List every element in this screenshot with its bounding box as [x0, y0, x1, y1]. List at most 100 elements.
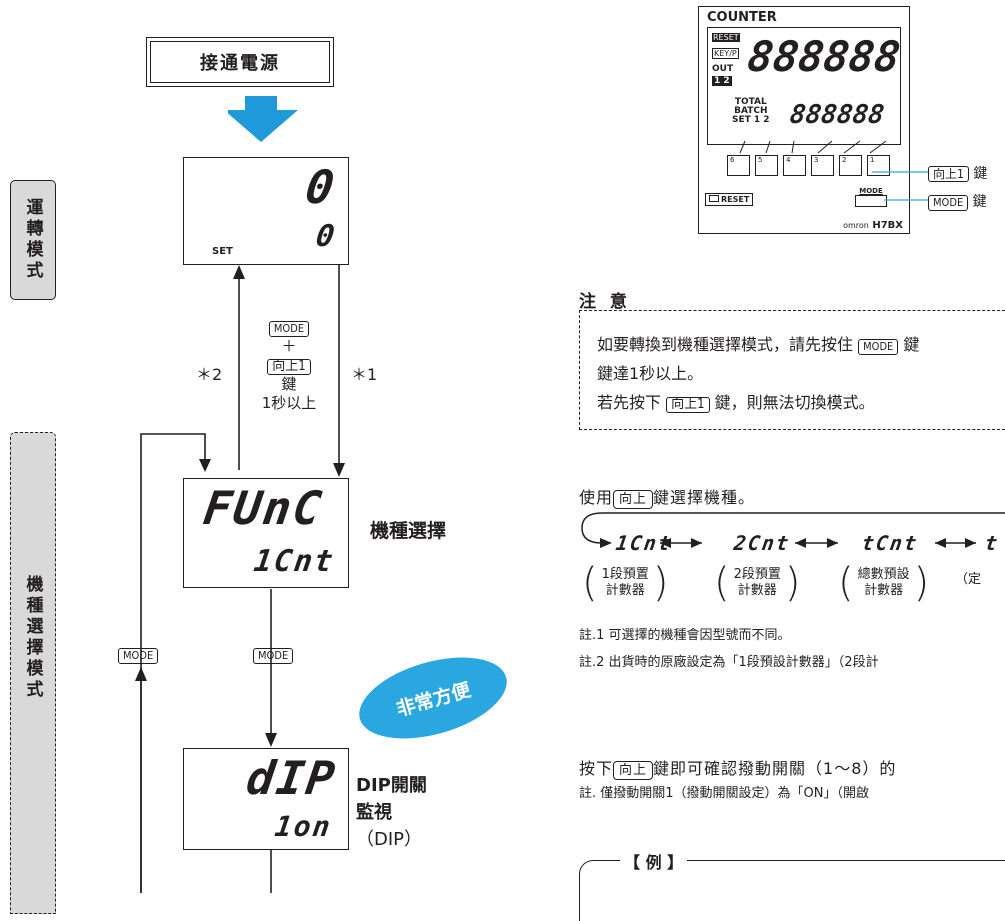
model-name: H7BX	[872, 220, 903, 231]
counter-screen: RESET KEY/P OUT 1 2 888888 TOTAL BATCH S…	[707, 27, 903, 145]
button-4-label: 4	[786, 156, 791, 164]
reset-button[interactable]: RESET	[705, 193, 754, 206]
model-label-3: ( 總數預設 計數器 )	[838, 563, 929, 603]
side-mode-key: MODE	[118, 648, 159, 664]
model-code-1cnt: 1Cnt	[614, 531, 674, 555]
button-6-label: 6	[730, 156, 735, 164]
notice-mode-key: MODE	[858, 339, 899, 355]
lcd-run-set-label: SET	[212, 246, 233, 257]
callout-up1: 向上1 鍵	[928, 163, 987, 183]
model-code-2cnt: 2Cnt	[732, 531, 792, 555]
button-5[interactable]: 5	[755, 155, 778, 176]
reset-button-icon	[709, 195, 719, 202]
select-note-1: 註.1 可選擇的機種會因型號而不同。	[579, 628, 791, 643]
dip-label-1: DIP開關	[356, 775, 427, 796]
notice-body: 如要轉換到機種選擇模式，請先按住 MODE 鍵 鍵達1秒以上。 若先按下 向上1…	[597, 330, 919, 417]
select-note-2: 註.2 出貨時的原廠設定為「1段預設計數器」（2段計	[579, 655, 879, 670]
paren-close-icon: )	[652, 560, 669, 606]
notice-title: 注 意	[579, 292, 631, 312]
model-label-2-b: 計數器	[737, 583, 777, 598]
paren-open-icon: (	[714, 560, 730, 606]
mode-button[interactable]: MODE	[855, 187, 887, 207]
notice-up1-key: 向上1	[666, 397, 710, 413]
notice-box	[579, 310, 1005, 430]
button-6[interactable]: 6	[727, 155, 750, 176]
select-text-b: 鍵選擇機種。	[653, 488, 756, 507]
power-on-box: 接通電源	[146, 37, 334, 87]
plus-sign: ＋	[281, 337, 297, 355]
paren-close-icon: )	[784, 560, 801, 606]
star1-label: ＊1	[351, 365, 378, 384]
callout-mode-word: 鍵	[972, 194, 987, 210]
select-cycle-arrows	[581, 512, 1005, 548]
callout-up1-key: 向上1	[928, 166, 969, 182]
paren-open-icon: (	[838, 560, 854, 606]
duration-text: 1秒以上	[261, 394, 317, 412]
callout-mode: MODE 鍵	[928, 191, 987, 211]
model-label-1-a: 1段預置	[601, 567, 649, 582]
select-text-a: 使用	[579, 488, 614, 507]
reset-tag: RESET	[712, 33, 740, 42]
model-label-1-b: 計數器	[605, 583, 645, 598]
notice-line3-a: 若先按下	[597, 393, 662, 412]
model-label-3-a: 總數預設	[857, 567, 910, 582]
notice-line3-b: 鍵，則無法切換模式。	[714, 393, 875, 412]
brand-logo: omron	[843, 221, 869, 230]
counter-device: COUNTER RESET KEY/P OUT 1 2 888888 TOTAL…	[698, 6, 910, 234]
down-arrow-icon	[228, 96, 298, 142]
button-1-label: 1	[870, 156, 875, 164]
model-code-t: t	[983, 531, 1001, 555]
model-label-2: ( 2段預置 計數器 )	[714, 563, 801, 603]
batch-label: BATCH	[734, 106, 768, 116]
model-label-2-a: 2段預置	[733, 567, 781, 582]
dip-label: DIP開關 監視 （DIP）	[356, 772, 427, 853]
paren-close-icon: )	[913, 560, 930, 606]
model-label-3-b: 計數器	[864, 583, 904, 598]
dip-label-2: 監視	[356, 802, 392, 823]
set12-label: SET 1 2	[732, 115, 770, 125]
dip-text-b: 鍵即可確認撥動開關（1～8）的	[653, 759, 897, 778]
transition-condition: MODE ＋ 向上1 鍵 1秒以上	[252, 318, 326, 413]
select-instruction: 使用向上鍵選擇機種。	[579, 484, 755, 509]
notice-line1-b: 鍵	[903, 335, 920, 354]
lcd-run-display: 0 0 SET	[183, 157, 349, 265]
button-5-label: 5	[758, 156, 763, 164]
func-label: 機種選擇	[370, 520, 447, 542]
mode-button-face	[855, 195, 887, 207]
callout-mode-key: MODE	[928, 195, 969, 211]
model-select-mode-label: 機種選擇模式	[22, 575, 43, 701]
key-word: 鍵	[281, 375, 297, 393]
model-label-4: （定	[955, 572, 982, 587]
mode-key: MODE	[268, 321, 310, 337]
keyp-tag: KEY/P	[712, 48, 739, 59]
dip-label-3: （DIP）	[356, 829, 423, 850]
notice-line2: 鍵達1秒以上。	[597, 364, 704, 383]
model-code-tcnt: tCnt	[860, 531, 920, 555]
run-mode-label: 運轉模式	[22, 198, 43, 282]
model-label-1: ( 1段預置 計數器 )	[582, 563, 669, 603]
out-nums: 1 2	[712, 76, 732, 86]
mid-mode-key: MODE	[253, 648, 294, 664]
button-1[interactable]: 1	[867, 155, 890, 176]
lcd-dip-display: dIP 1on	[183, 748, 349, 850]
up1-key: 向上1	[267, 359, 311, 375]
power-on-text: 接通電源	[200, 53, 280, 74]
reset-button-label: RESET	[721, 195, 750, 204]
dip-instruction: 按下向上鍵即可確認撥動開關（1～8）的	[579, 755, 896, 780]
counter-title: COUNTER	[707, 10, 777, 25]
out-tag: OUT	[712, 64, 734, 74]
button-3-label: 3	[814, 156, 819, 164]
total-label: TOTAL	[734, 97, 767, 107]
button-4[interactable]: 4	[783, 155, 806, 176]
callout-up1-word: 鍵	[973, 166, 988, 182]
select-up-key: 向上	[613, 490, 654, 509]
dip-note: 註. 僅撥動開關1（撥動開關設定）為「ON」（開啟	[579, 786, 869, 801]
button-2[interactable]: 2	[839, 155, 862, 176]
paren-open-icon: (	[582, 560, 598, 606]
lcd-func-display: FUnC 1Cnt	[183, 478, 349, 588]
button-3[interactable]: 3	[811, 155, 834, 176]
example-box	[579, 860, 1005, 921]
dip-text-a: 按下	[579, 759, 614, 778]
counter-buttons: 6 5 4 3 2 1	[727, 155, 890, 176]
example-title: 【 例 】	[620, 849, 688, 873]
